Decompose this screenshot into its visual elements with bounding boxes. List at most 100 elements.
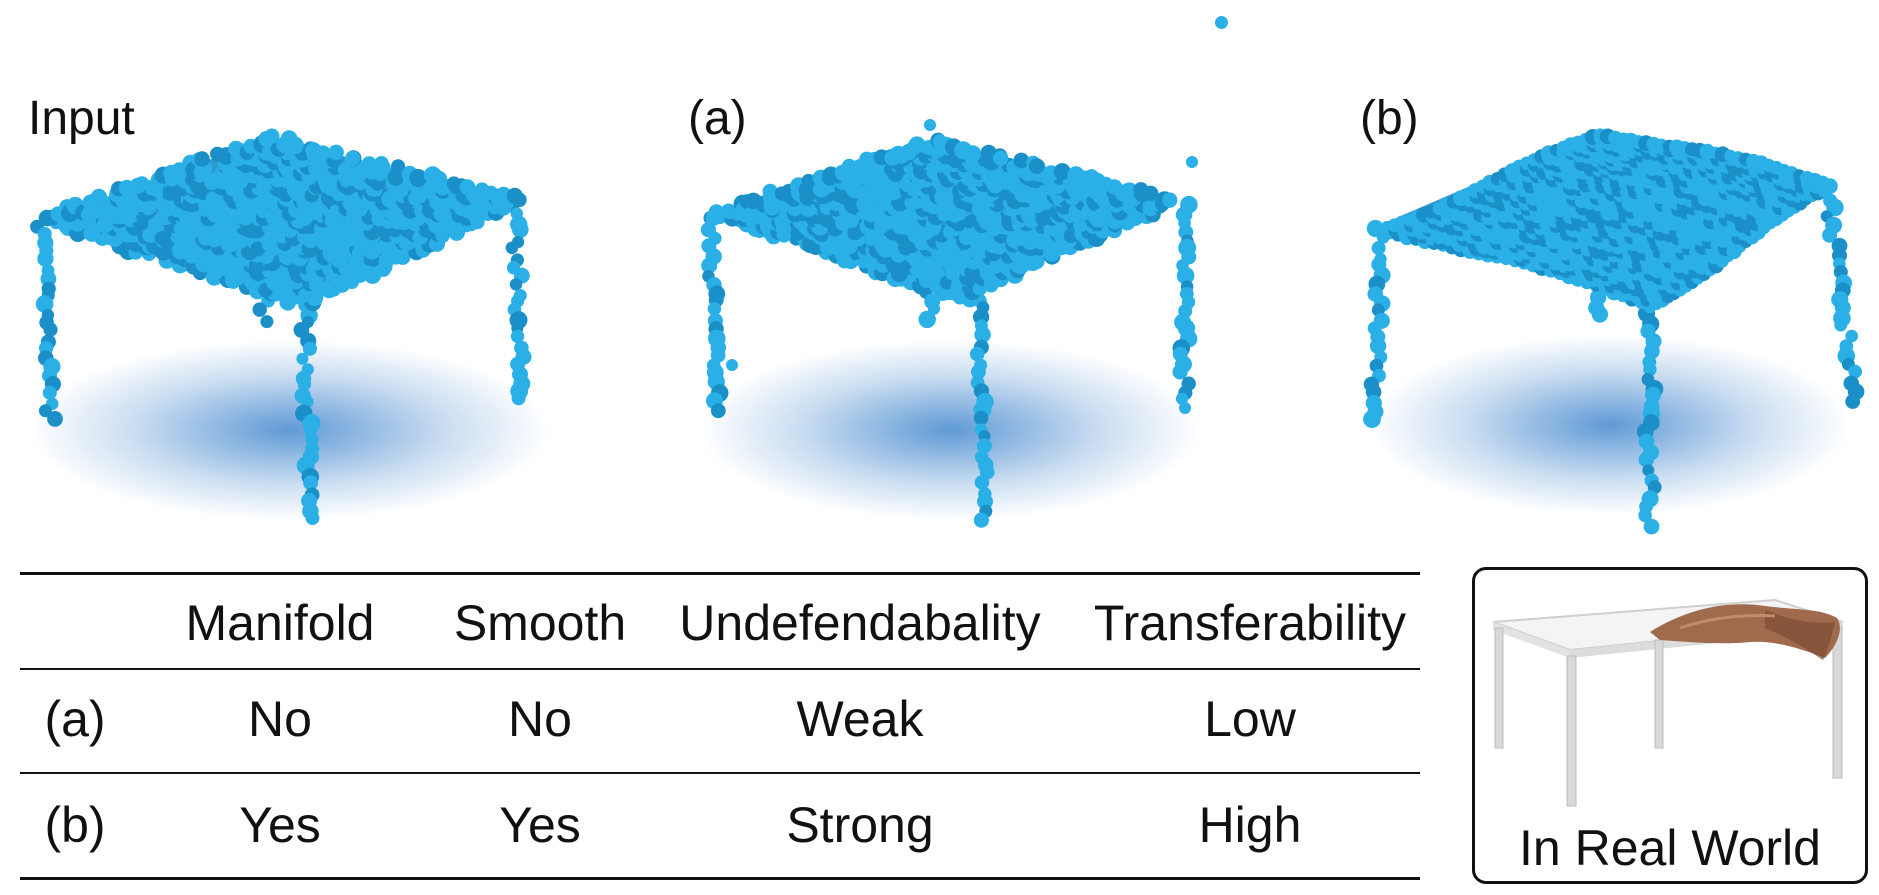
surface-point <box>1143 185 1159 201</box>
panel-label-b: (b) <box>1360 92 1419 145</box>
leg-point <box>303 475 319 491</box>
table-leg-back-middle <box>1654 639 1664 749</box>
surface-point <box>801 173 816 189</box>
row-label: (b) <box>44 797 106 853</box>
real-world-table-illustration <box>1492 598 1844 807</box>
leg-point <box>1176 266 1195 285</box>
leg-point <box>969 346 985 362</box>
outlier-point <box>1179 402 1191 414</box>
leg-point <box>974 326 991 343</box>
cell-undefendability: Weak <box>796 691 924 747</box>
table-rule-middle <box>20 772 1420 774</box>
real-world-caption: In Real World <box>1519 820 1821 876</box>
cell-smooth: Yes <box>499 797 581 853</box>
surface-point <box>1013 152 1030 169</box>
surface-point <box>431 170 447 187</box>
surface-point <box>964 145 982 163</box>
surface-point <box>1162 192 1178 208</box>
leg-point <box>35 295 54 313</box>
leg-point <box>1638 452 1654 468</box>
leg-point <box>512 221 529 238</box>
leg-point <box>1845 394 1861 409</box>
leg-point <box>1638 508 1652 523</box>
header-undefendability: Undefendabality <box>679 595 1041 651</box>
floor-shadow <box>700 340 1200 520</box>
leg-point <box>1834 318 1848 332</box>
leg-point <box>252 302 267 317</box>
leg-point <box>511 391 526 406</box>
floor-shadow <box>1370 335 1850 515</box>
surface-point <box>345 151 361 167</box>
surface-point <box>1053 163 1071 181</box>
leg-point <box>701 257 718 274</box>
surface-point <box>391 159 406 174</box>
surface-point <box>90 188 108 206</box>
leg-point <box>305 511 320 525</box>
leg-point <box>1643 362 1657 377</box>
surface-point <box>286 136 304 155</box>
leg-point <box>973 512 989 528</box>
cell-manifold: No <box>248 691 312 747</box>
point-cloud-panel-b: (b) <box>1350 0 1879 560</box>
surface-point <box>154 231 169 246</box>
surface-point <box>1029 158 1045 174</box>
surface-point <box>328 144 344 161</box>
cell-transferability: Low <box>1204 691 1296 747</box>
header-transferability: Transferability <box>1093 595 1407 651</box>
leg-point <box>43 322 58 337</box>
leg-point <box>47 411 63 427</box>
point-cloud-panel-a: (a) <box>680 0 1280 560</box>
real-world-photo-inset: In Real World <box>1472 567 1868 884</box>
surface-point <box>762 183 778 200</box>
leg-point <box>1645 386 1661 403</box>
header-manifold: Manifold <box>185 595 375 651</box>
point-cloud-table-a <box>700 119 1200 528</box>
cell-transferability: High <box>1198 797 1302 853</box>
surface-point <box>483 185 498 200</box>
table-rule-bottom <box>20 877 1420 880</box>
table-rule-header <box>20 668 1420 670</box>
leg-point <box>710 403 726 419</box>
leg-point <box>971 364 986 380</box>
stray-outlier-point <box>1215 16 1228 29</box>
point-cloud-table-b <box>1363 128 1865 535</box>
leg-point <box>302 341 317 356</box>
leg-point <box>977 493 993 510</box>
cloth-fold-shadow <box>1765 610 1835 660</box>
outlier-point <box>924 119 936 131</box>
cell-manifold: Yes <box>239 797 321 853</box>
draped-cloth <box>1650 604 1840 658</box>
leg-point <box>973 410 989 426</box>
leg-point <box>505 241 519 255</box>
surface-point <box>306 289 324 307</box>
cell-smooth: No <box>508 691 572 747</box>
leg-point <box>707 302 722 316</box>
surface-point <box>993 150 1009 166</box>
leg-point <box>976 438 992 454</box>
leg-point <box>38 404 52 418</box>
surface-point <box>908 136 926 154</box>
leg-point <box>1369 337 1387 355</box>
panel-label-a: (a) <box>688 92 747 145</box>
point-cloud-panel-input: Input <box>0 0 600 560</box>
table-rule-top <box>20 572 1420 575</box>
leg-point <box>1371 241 1386 256</box>
surface-point <box>315 145 331 161</box>
leg-point <box>1591 306 1609 323</box>
header-smooth: Smooth <box>453 595 627 651</box>
cloth-highlight <box>1679 614 1776 630</box>
leg-point <box>260 315 274 329</box>
surface-point <box>194 151 210 167</box>
point-cloud-table-input <box>30 128 550 525</box>
leg-point <box>1642 464 1655 477</box>
leg-point <box>510 329 525 343</box>
surface-point <box>459 179 476 196</box>
leg-point <box>37 250 54 267</box>
panel-label-input: Input <box>28 92 135 145</box>
leg-point <box>296 352 309 365</box>
leg-point <box>974 475 990 490</box>
surface-point <box>708 204 724 220</box>
surface-point <box>409 169 428 187</box>
floor-shadow <box>30 340 550 520</box>
row-label: (a) <box>44 691 106 747</box>
